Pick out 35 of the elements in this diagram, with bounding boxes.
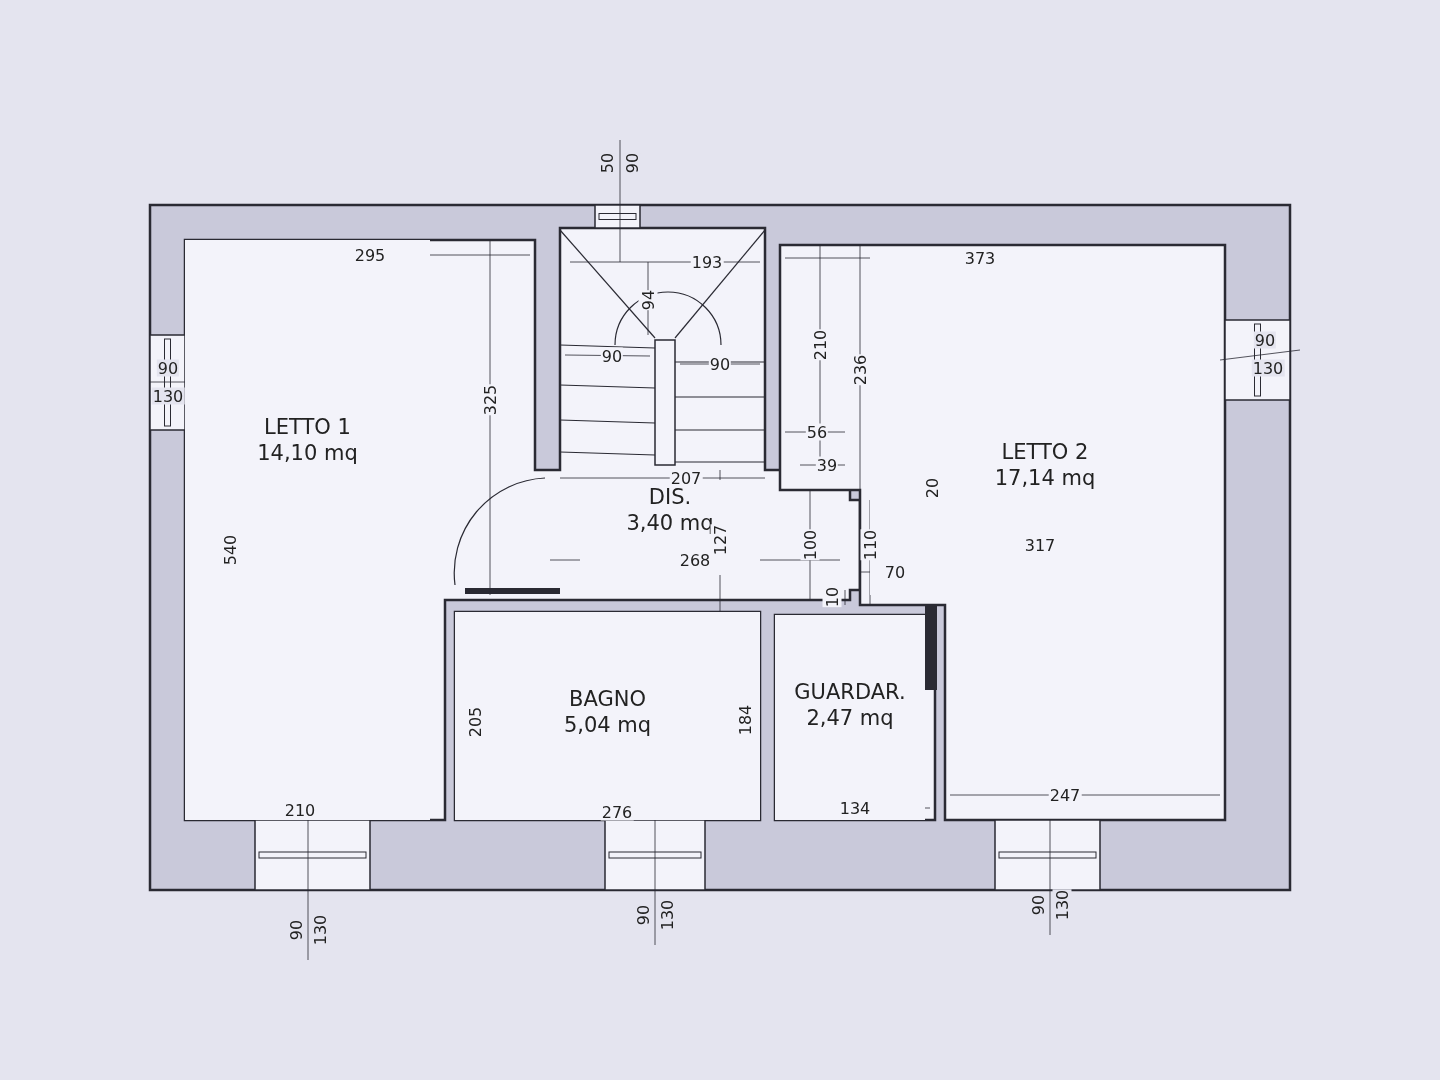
room-size: 17,14 mq xyxy=(994,465,1096,491)
room-size: 5,04 mq xyxy=(563,712,652,738)
dimension-label: 90 xyxy=(1253,331,1277,349)
room-name: BAGNO xyxy=(569,686,646,712)
dimension-label: 210 xyxy=(283,801,317,819)
dimension-label: 295 xyxy=(353,246,387,264)
dimension-label: 134 xyxy=(838,799,872,817)
dimension-label: 193 xyxy=(690,253,724,271)
room-size: 2,47 mq xyxy=(806,705,894,731)
dimension-label: 130 xyxy=(151,387,185,405)
room-name: DIS. xyxy=(648,484,692,510)
dimension-label: 90 xyxy=(600,347,624,365)
room-area xyxy=(185,240,430,820)
room-size: 14,10 mq xyxy=(257,440,358,466)
dimension-label: 94 xyxy=(638,289,658,311)
room-name: GUARDAR. xyxy=(794,679,906,705)
dimension-label: 10 xyxy=(822,586,842,608)
dimension-label: 90 xyxy=(708,355,732,373)
room-name: LETTO 2 xyxy=(1001,439,1089,465)
room-area xyxy=(775,615,925,820)
room-area xyxy=(455,612,760,820)
dimension-label: 268 xyxy=(678,551,712,569)
dimension-label: 373 xyxy=(963,249,997,267)
dimension-label: 317 xyxy=(1023,536,1057,554)
dimension-label: 207 xyxy=(669,469,703,487)
room-name: LETTO 1 xyxy=(264,414,351,440)
dimension-label: 276 xyxy=(600,803,634,821)
dimension-label: 130 xyxy=(1052,889,1072,921)
dimension-label: 39 xyxy=(815,456,839,474)
dimension-label: 56 xyxy=(805,423,829,441)
dimension-label: 130 xyxy=(1251,359,1285,377)
dimension-label: 247 xyxy=(1048,786,1082,804)
dimension-label: 90 xyxy=(156,359,180,377)
dimension-label: 100 xyxy=(800,529,820,561)
dimension-label: 70 xyxy=(883,563,907,581)
